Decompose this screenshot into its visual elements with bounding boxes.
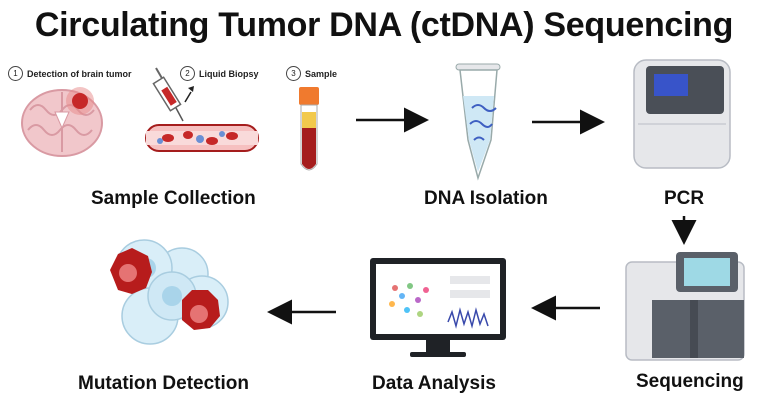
- sequencing-machine-icon: [625, 252, 745, 361]
- label-pcr: PCR: [664, 188, 705, 209]
- label-sample-collection: Sample Collection: [91, 188, 256, 209]
- step-number: 2: [180, 66, 195, 81]
- step-3-label: 3 Sample: [286, 66, 337, 81]
- step-text: Sample: [305, 68, 338, 79]
- label-sequencing: Sequencing: [636, 371, 744, 392]
- page-title: Circulating Tumor DNA (ctDNA) Sequencing: [34, 6, 734, 44]
- pcr-machine-icon: [633, 59, 731, 169]
- step-number: 1: [8, 66, 23, 81]
- label-dna-isolation: DNA Isolation: [424, 188, 548, 209]
- monitor-icon: [370, 258, 506, 357]
- step-2-label: 2 Liquid Biopsy: [180, 66, 259, 81]
- step-text: Liquid Biopsy: [199, 68, 259, 79]
- blood-vessel-icon: [145, 124, 259, 152]
- label-mutation-detection: Mutation Detection: [78, 373, 249, 394]
- step-number: 3: [286, 66, 301, 81]
- dna-isolation-tube-icon: [455, 63, 501, 181]
- sample-tube-icon: [299, 87, 319, 171]
- step-text: Detection of brain tumor: [27, 68, 132, 79]
- mutated-cells-icon: [110, 239, 229, 345]
- brain-icon: [21, 87, 103, 157]
- syringe-icon: [152, 67, 194, 122]
- step-1-label: 1 Detection of brain tumor: [8, 66, 132, 81]
- label-data-analysis: Data Analysis: [372, 373, 496, 394]
